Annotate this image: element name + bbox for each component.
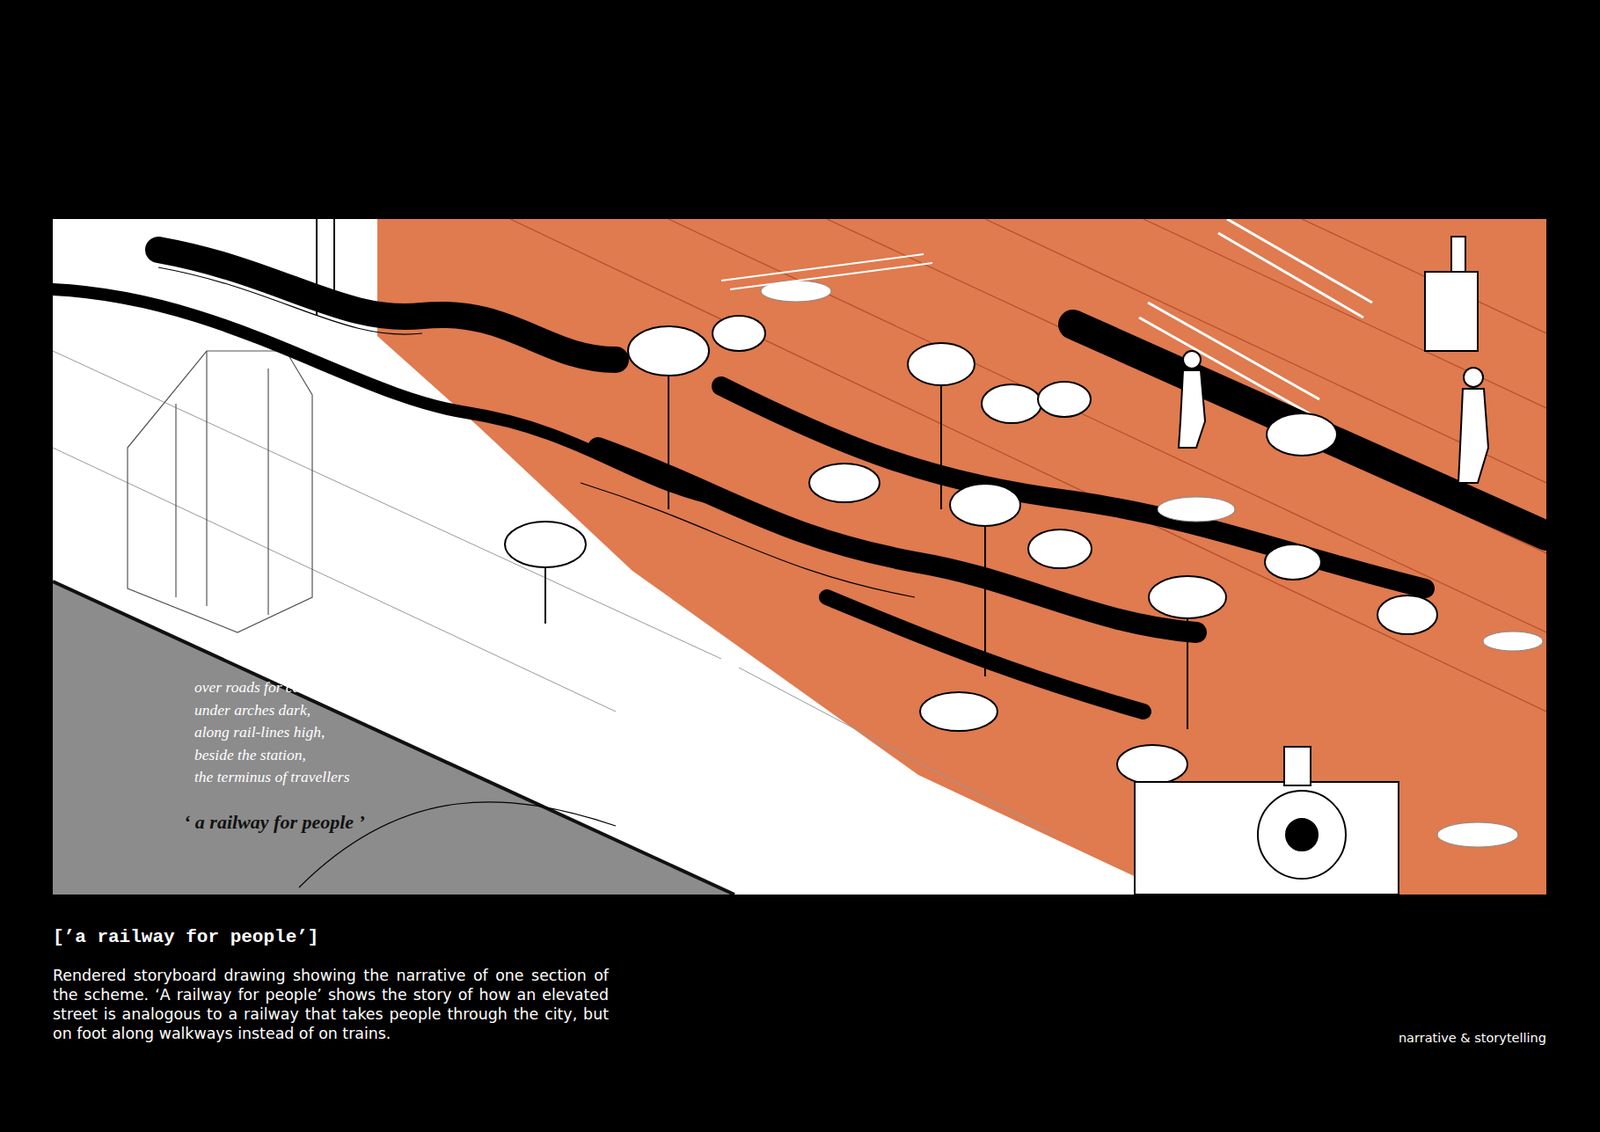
poem-line: along rail-lines high, [194, 723, 325, 742]
caption-text: Rendered storyboard drawing showing the … [52, 965, 609, 1044]
poem-line: the terminus of travellers [194, 767, 350, 787]
poem-line: over roads for cars, [194, 678, 316, 697]
poem-line: beside the station, [194, 745, 307, 765]
poem-line: under arches dark, [194, 701, 311, 720]
drawing-title: ‘ a railway for people ’ [183, 810, 366, 834]
section-tag: narrative & storytelling [1398, 1030, 1547, 1045]
page-title: [’a railway for people’] [52, 927, 319, 948]
storyboard-illustration [52, 219, 1547, 895]
